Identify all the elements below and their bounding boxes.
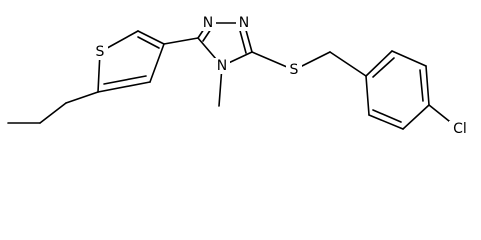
bond-triazole-c5-n1-double: [238, 26, 247, 54]
bond-benzene-3: [425, 65, 430, 106]
bond-propyl-2: [39, 102, 67, 124]
atom-s-thioether-label: S: [290, 62, 299, 78]
atom-n2-label: N: [203, 15, 213, 31]
bond-benzene-3-double: [419, 69, 424, 102]
bond-ch2-benzene: [329, 51, 367, 77]
atom-n2: N: [200, 15, 216, 31]
bond-thiophene-c2-c3-double: [137, 36, 160, 49]
bond-benzene-4: [402, 104, 430, 130]
bond-propyl-3: [65, 91, 99, 104]
bond-thiophene-c2-c3: [137, 30, 165, 45]
structure-canvas: S N N N S Cl: [7, 15, 471, 137]
bond-benzene-1: [365, 50, 393, 77]
atom-labels: S N N N S Cl: [92, 15, 471, 137]
bonds: [7, 22, 460, 130]
atom-s-thioether: S: [286, 62, 302, 78]
atom-s-thiophene: S: [92, 44, 108, 60]
atom-cl-label: Cl: [453, 121, 467, 137]
atom-cl: Cl: [449, 121, 471, 137]
bond-thiophene-c4-c5-double: [103, 75, 147, 85]
bond-benzene-5-double: [372, 109, 402, 123]
atom-s-thiophene-label: S: [96, 44, 105, 60]
bond-thiophene-triazole: [163, 37, 199, 45]
atom-n4: N: [214, 58, 230, 74]
atom-n4-label: N: [217, 58, 227, 74]
molecule-drawing: S N N N S Cl: [7, 15, 471, 137]
bond-benzene-2: [391, 50, 427, 67]
bond-benzene-5: [368, 114, 404, 130]
bond-thiophene-c4-c5: [97, 81, 151, 93]
bond-thiophene-c3-c4: [149, 43, 165, 83]
atom-n1: N: [236, 15, 252, 31]
bond-benzene-1-double: [372, 57, 395, 78]
atom-n1-label: N: [239, 15, 249, 31]
bond-benzene-6: [365, 75, 370, 116]
